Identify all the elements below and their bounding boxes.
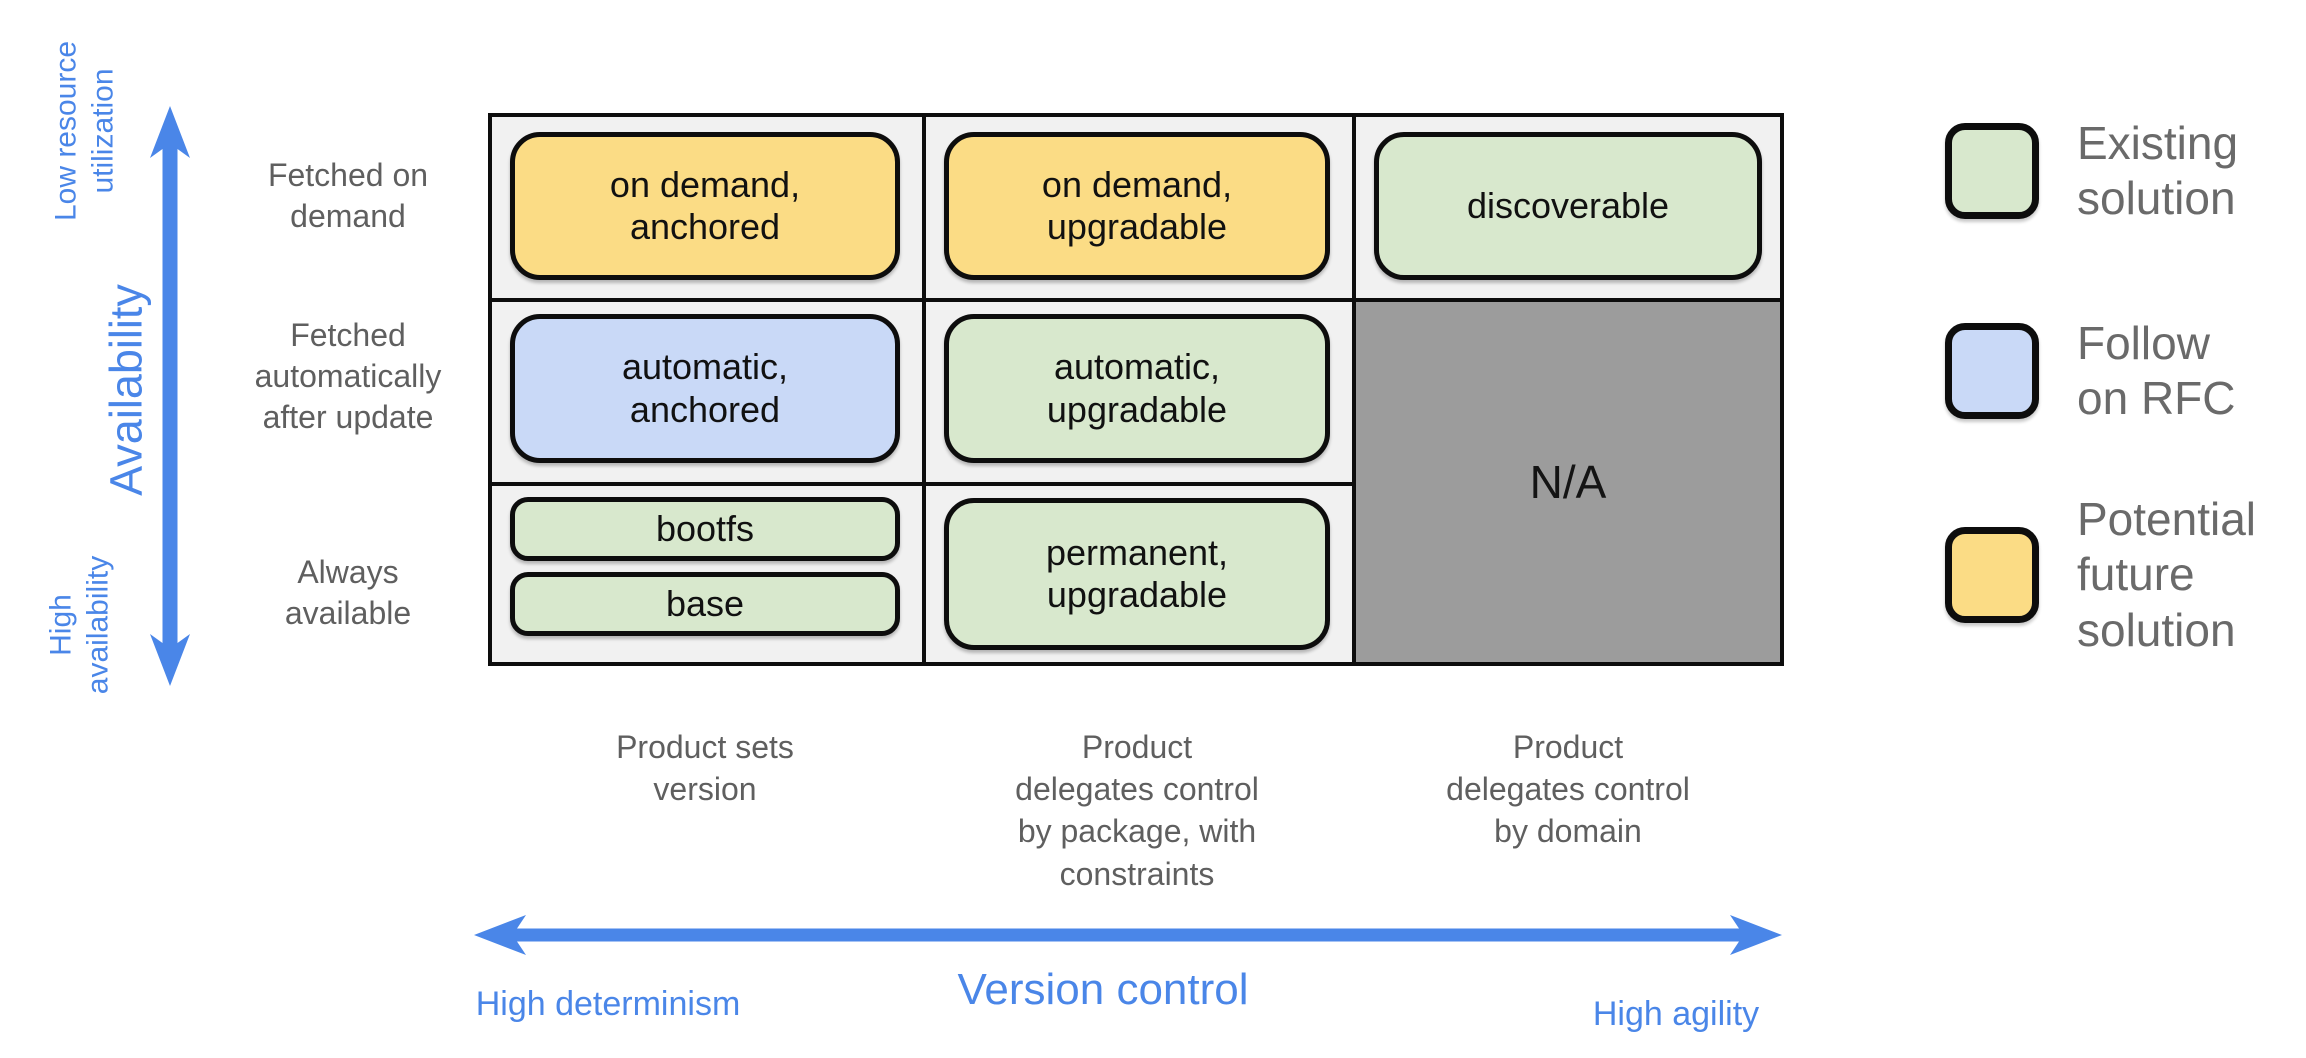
grid-column-divider-1: [922, 117, 926, 662]
legend-label-existing-solution: Existing solution: [2077, 116, 2239, 224]
legend-item-potential-future-solution: Potential future solution: [1945, 492, 2256, 658]
col-label-product-sets-version: Product sets version: [616, 729, 794, 808]
cell-box-automatic-upgradable: automatic, upgradable: [944, 314, 1330, 463]
legend-label-follow-on-rfc: Follow on RFC: [2077, 316, 2236, 424]
grid-row-divider-2: [492, 482, 1356, 486]
legend-item-existing-solution: Existing solution: [1945, 116, 2238, 226]
matrix-grid: N/A on demand, anchored on demand, upgra…: [488, 113, 1784, 666]
horizontal-double-arrow-icon: [474, 913, 1782, 957]
x-axis-title: Version control: [957, 965, 1249, 1014]
grid-row-divider-1: [492, 298, 1780, 302]
cell-box-bootfs: bootfs: [510, 497, 900, 561]
legend-swatch-follow-on-rfc: [1945, 323, 2039, 419]
row-label-fetched-automatically: Fetched automatically after update: [254, 317, 442, 435]
y-axis-title: Availability: [100, 284, 152, 496]
row-label-fetched-on-demand: Fetched on demand: [267, 157, 429, 234]
col-label-delegates-by-domain: Product delegates control by domain: [1446, 729, 1690, 850]
y-axis-bottom-label: High availability: [44, 555, 114, 695]
cell-box-discoverable: discoverable: [1374, 132, 1762, 280]
cell-box-automatic-anchored: automatic, anchored: [510, 314, 900, 463]
y-axis-top-label: Low resource utilization: [49, 40, 119, 222]
legend-swatch-existing-solution: [1945, 123, 2039, 219]
na-cell: N/A: [1356, 302, 1780, 662]
cell-box-base: base: [510, 572, 900, 636]
row-label-always-available: Always available: [284, 554, 412, 631]
x-axis-left-label: High determinism: [475, 985, 741, 1023]
cell-box-on-demand-anchored: on demand, anchored: [510, 132, 900, 280]
grid-column-divider-2: [1352, 117, 1356, 662]
legend-label-potential-future-solution: Potential future solution: [2077, 493, 2257, 656]
cell-box-on-demand-upgradable: on demand, upgradable: [944, 132, 1330, 280]
vertical-double-arrow-icon: [148, 106, 192, 686]
x-axis-right-label: High agility: [1592, 995, 1760, 1033]
legend-swatch-potential-future-solution: [1945, 527, 2039, 623]
col-label-delegates-by-package: Product delegates control by package, wi…: [1015, 729, 1259, 892]
cell-box-permanent-upgradable: permanent, upgradable: [944, 498, 1330, 650]
legend-item-follow-on-rfc: Follow on RFC: [1945, 316, 2235, 426]
